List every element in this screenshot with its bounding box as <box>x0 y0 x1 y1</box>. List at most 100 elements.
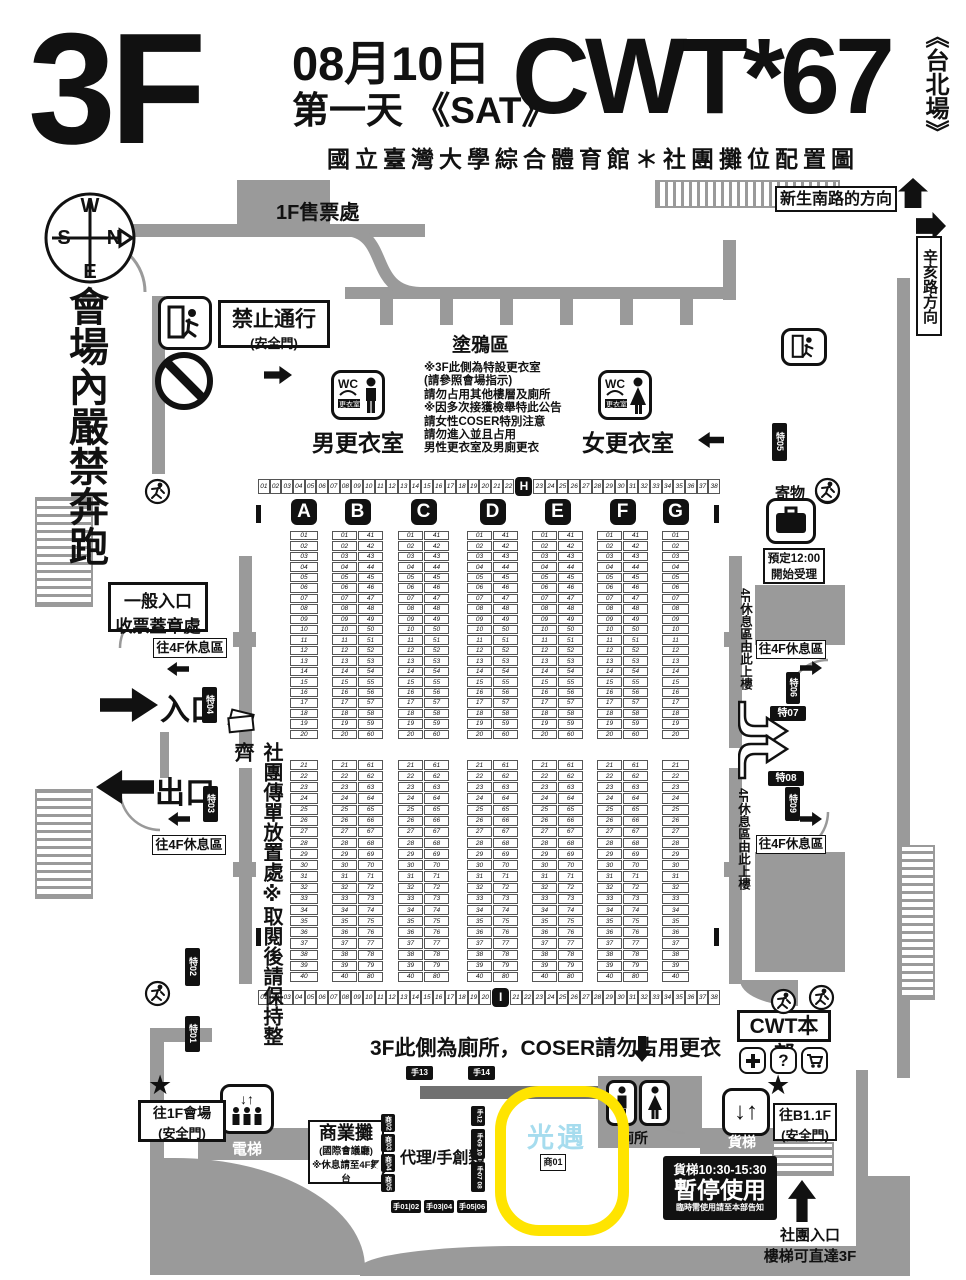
booth-cell: 08 <box>398 604 423 614</box>
booth-strip-cell: 12 <box>386 479 398 494</box>
booth-cell: 07 <box>662 593 689 604</box>
booth-cell: 65 <box>358 804 383 815</box>
booth-cell: 40 <box>662 971 689 982</box>
wall-segment <box>856 1070 868 1176</box>
booth-cell: 17 <box>532 698 557 708</box>
booth-cell: 25 <box>467 804 492 815</box>
booth-cell: 70 <box>424 860 449 871</box>
booth-cell: 52 <box>623 645 648 656</box>
booth-cell: 01 <box>532 531 557 541</box>
svg-text:E: E <box>83 261 96 283</box>
booth-cell: 39 <box>467 960 492 971</box>
booth-cell: 06 <box>398 583 423 593</box>
booth-cell: 36 <box>662 927 689 938</box>
booth-cell: 18 <box>398 708 423 719</box>
booth-cell: 04 <box>662 562 689 572</box>
booth-cell: 07 <box>467 593 492 604</box>
booth-cell: 73 <box>493 893 518 904</box>
booth-cell: 17 <box>332 698 357 708</box>
booth-cell: 32 <box>332 882 357 893</box>
no-pass-sub: (安全門) <box>250 336 298 351</box>
booth-cell: 37 <box>332 938 357 949</box>
booth-cell: 59 <box>558 719 583 729</box>
booth-cell: 21 <box>597 760 622 771</box>
booth-cell: 23 <box>597 782 622 793</box>
booth-cell: 41 <box>623 531 648 541</box>
booth-cell: 26 <box>332 815 357 826</box>
booth-cell: 63 <box>493 782 518 793</box>
booth-cell: 01 <box>332 531 357 541</box>
booth-cell: 52 <box>358 645 383 656</box>
booth-cell: 44 <box>358 562 383 572</box>
booth-cell: 65 <box>493 804 518 815</box>
booth-cell: 62 <box>558 771 583 782</box>
booth-cell: 31 <box>290 871 318 882</box>
booth-strip-cell: 31 <box>626 990 639 1005</box>
booth-strip-cell: 38 <box>708 479 720 494</box>
booth-cell: 09 <box>662 614 689 625</box>
booth-cell: 50 <box>358 625 383 635</box>
booth-cell: 27 <box>332 826 357 838</box>
booth-cell: 47 <box>493 593 518 604</box>
booth-strip-cell: 16 <box>432 990 445 1005</box>
luggage-note-l1: 預定12:00 <box>767 553 821 565</box>
pillar <box>233 862 256 877</box>
arrow-right-icon <box>800 812 822 826</box>
notice-line: 請勿占用其他樓層及廁所 <box>424 388 551 401</box>
booth-cell: 15 <box>662 677 689 687</box>
booth-cell: 25 <box>332 804 357 815</box>
booth-cell: 34 <box>332 904 357 916</box>
booth-cell: 37 <box>597 938 622 949</box>
booth-cell: 32 <box>532 882 557 893</box>
wall-segment <box>345 287 730 299</box>
booth-cell: 46 <box>424 583 449 593</box>
booth-cell: 25 <box>532 804 557 815</box>
booth-cell: 67 <box>493 826 518 838</box>
exit-door-icon <box>781 328 827 366</box>
road-north-label: 新生南路的方向 <box>775 186 897 212</box>
booth-cell: 05 <box>532 572 557 583</box>
booth-cell: 71 <box>558 871 583 882</box>
booth-cell: 22 <box>332 771 357 782</box>
booth-cell: 15 <box>332 677 357 687</box>
wall-segment <box>380 299 393 325</box>
booth-strip-cell: 19 <box>467 990 480 1005</box>
hand-booth-badge: 手14 <box>468 1066 495 1080</box>
booth-cell: 14 <box>597 666 622 677</box>
booth-cell: 16 <box>597 687 622 698</box>
booth-strip-cell: 36 <box>684 479 697 494</box>
elevator-label: 電梯 <box>232 1141 263 1158</box>
venue-tag: 《台北場》 <box>921 24 948 144</box>
booth-cell: 37 <box>398 938 423 949</box>
booth-cell: 02 <box>290 541 318 551</box>
stairs <box>772 1142 834 1176</box>
booth-strip-cell: 29 <box>603 990 616 1005</box>
booth-cell: 27 <box>662 826 689 838</box>
booth-cell: 14 <box>662 666 689 677</box>
booth-cell: 66 <box>623 815 648 826</box>
booth-cell: 55 <box>623 677 648 687</box>
booth-cell: 73 <box>558 893 583 904</box>
booth-strip-cell: 19 <box>467 479 480 494</box>
booth-cell: 03 <box>467 551 492 562</box>
booth-strip-cell: 09 <box>351 990 363 1005</box>
booth-cell: 37 <box>662 938 689 949</box>
booth-cell: 06 <box>532 583 557 593</box>
booth-strip-cell: 06 <box>316 990 328 1005</box>
booth-cell: 41 <box>493 531 518 541</box>
booth-cell: 19 <box>290 719 318 729</box>
stairs <box>900 845 935 1000</box>
booth-cell: 21 <box>532 760 557 771</box>
booth-strip-cell: 17 <box>444 990 457 1005</box>
booth-cell: 02 <box>662 541 689 551</box>
svg-text:更衣室: 更衣室 <box>339 400 360 409</box>
booth-cell: 53 <box>623 656 648 666</box>
booth-cell: 19 <box>467 719 492 729</box>
booth-cell: 12 <box>467 645 492 656</box>
booth-cell: 12 <box>662 645 689 656</box>
booth-cell: 27 <box>398 826 423 838</box>
booth-strip-cell: 38 <box>708 990 720 1005</box>
